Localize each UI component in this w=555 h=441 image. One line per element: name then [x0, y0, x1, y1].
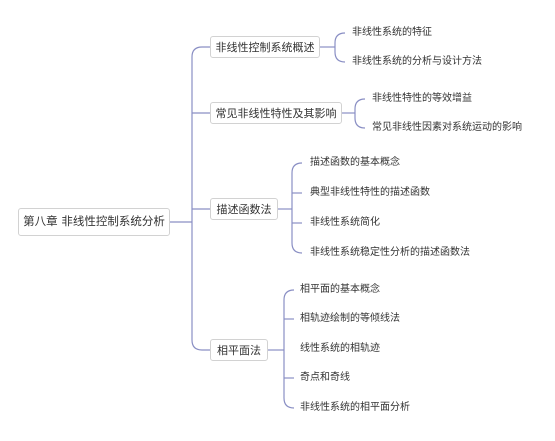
branch-common-nonlinearities[interactable]: 常见非线性特性及其影响 [210, 102, 342, 124]
leaf-nonlinear-influence[interactable]: 常见非线性因素对系统运动的影响 [372, 122, 522, 133]
connector-line [191, 46, 210, 351]
connector-line [291, 162, 303, 254]
root-node[interactable]: 第八章 非线性控制系统分析 [18, 208, 170, 236]
leaf-linear-trajectory[interactable]: 线性系统的相轨迹 [300, 343, 380, 354]
leaf-nonlinear-features[interactable]: 非线性系统的特征 [352, 27, 432, 38]
leaf-df-basic-concept[interactable]: 描述函数的基本概念 [310, 157, 400, 168]
branch-phase-plane[interactable]: 相平面法 [210, 339, 268, 361]
leaf-equivalent-gain[interactable]: 非线性特性的等效增益 [372, 93, 472, 104]
connector-line [354, 98, 366, 129]
leaf-phase-plane-concept[interactable]: 相平面的基本概念 [300, 284, 380, 295]
leaf-analysis-design-methods[interactable]: 非线性系统的分析与设计方法 [352, 56, 482, 67]
connector-line [334, 32, 346, 63]
connector-line [283, 289, 295, 409]
leaf-system-simplification[interactable]: 非线性系统简化 [310, 217, 380, 228]
branch-describing-function[interactable]: 描述函数法 [210, 198, 278, 220]
branch-nonlinear-overview[interactable]: 非线性控制系统概述 [210, 36, 320, 58]
leaf-singular-points[interactable]: 奇点和奇线 [300, 372, 350, 383]
leaf-nonlinear-phase-plane[interactable]: 非线性系统的相平面分析 [300, 402, 410, 413]
leaf-isocline-method[interactable]: 相轨迹绘制的等倾线法 [300, 313, 400, 324]
leaf-df-stability-analysis[interactable]: 非线性系统稳定性分析的描述函数法 [310, 247, 470, 258]
leaf-typical-df[interactable]: 典型非线性特性的描述函数 [310, 187, 430, 198]
